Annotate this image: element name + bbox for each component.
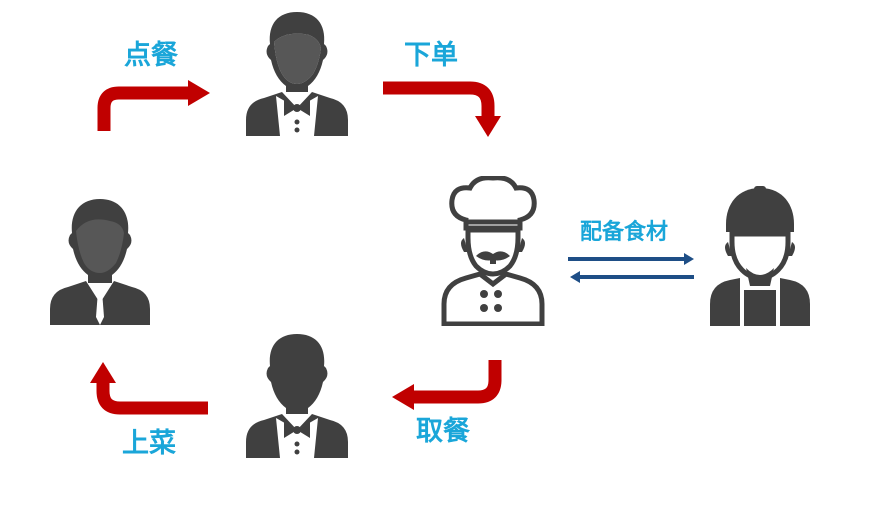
pick-up-label: 取餐 bbox=[416, 416, 470, 447]
waiter-bottom-icon bbox=[246, 334, 348, 458]
pick-up-arrow bbox=[392, 360, 502, 410]
place-order-arrow bbox=[383, 81, 501, 137]
place-order-label: 下单 bbox=[404, 40, 458, 71]
kitchen-helper-icon bbox=[710, 186, 810, 326]
exchange-arrows bbox=[568, 253, 694, 283]
prep-ingredients-label: 配备食材 bbox=[580, 220, 669, 245]
order-arrow bbox=[97, 80, 210, 131]
customer-icon bbox=[50, 199, 150, 325]
order-label: 点餐 bbox=[124, 40, 178, 71]
chef-icon bbox=[441, 176, 545, 326]
serve-arrow bbox=[90, 362, 208, 415]
serve-label: 上菜 bbox=[122, 428, 176, 459]
waiter-top-icon bbox=[246, 12, 348, 136]
